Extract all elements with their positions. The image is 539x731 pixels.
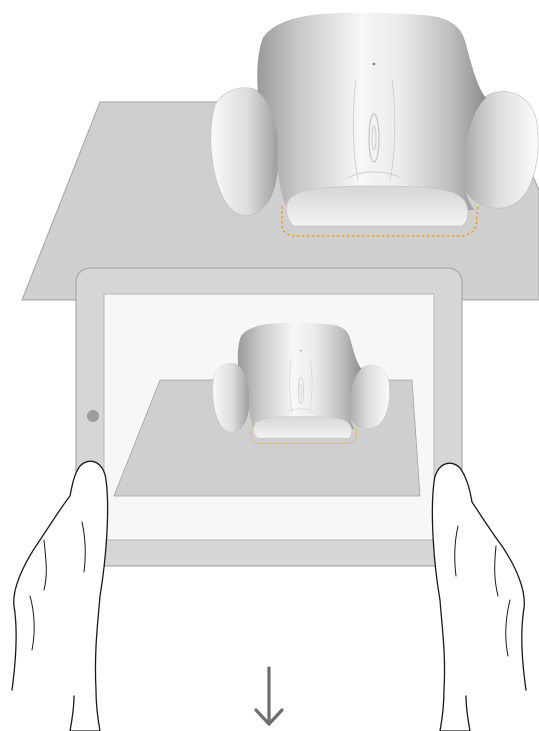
right-hand: [432, 463, 526, 731]
arrow-down-icon: [256, 668, 282, 724]
physical-model: [211, 13, 538, 236]
home-button-icon[interactable]: [87, 410, 99, 422]
tablet-device: [76, 268, 462, 566]
left-hand: [12, 461, 108, 731]
